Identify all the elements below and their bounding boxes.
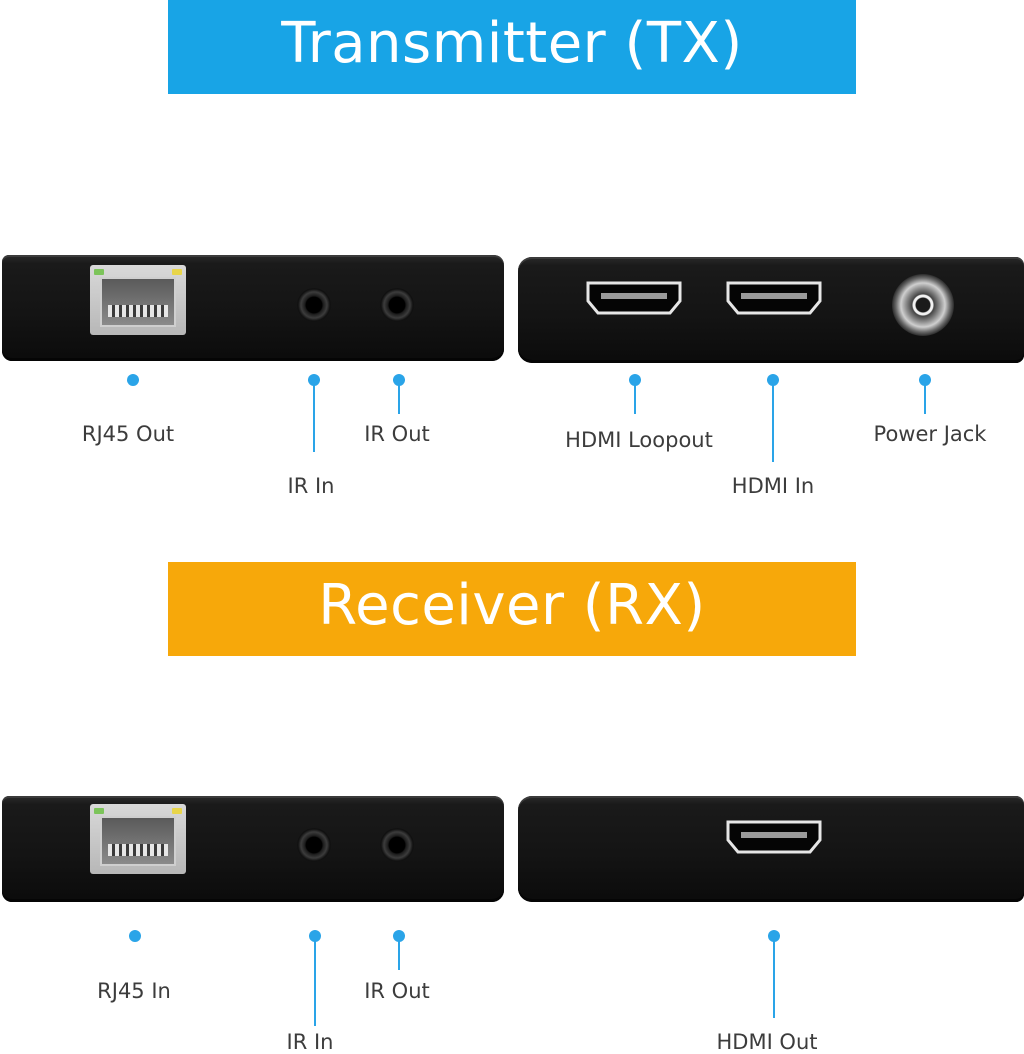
label-ir-in: IR In [287, 474, 335, 498]
rj45-port-icon [90, 265, 186, 335]
hdmi-port-icon [725, 820, 823, 854]
hdmi-port-icon [585, 281, 683, 315]
rj45-port-icon [90, 804, 186, 874]
callout-ir-out [393, 930, 405, 970]
callout-ir-out [393, 374, 405, 414]
receiver-title: Receiver (RX) [318, 572, 706, 638]
callout-power-jack [919, 374, 931, 414]
receiver-rj45-ir-panel [2, 796, 504, 902]
label-hdmi-in: HDMI In [731, 474, 815, 498]
callout-ir-in [308, 374, 320, 452]
power-jack-icon [892, 274, 954, 336]
label-power-jack: Power Jack [873, 422, 987, 446]
label-ir-out: IR Out [364, 979, 430, 1003]
label-ir-out: IR Out [364, 422, 430, 446]
callout-rj45-in [129, 930, 141, 942]
label-hdmi-loopout: HDMI Loopout [565, 428, 713, 452]
transmitter-rj45-ir-panel [2, 255, 504, 361]
label-ir-in: IR In [286, 1030, 334, 1054]
audio-jack-icon [297, 288, 331, 322]
label-rj45-out: RJ45 Out [81, 422, 175, 446]
callout-ir-in [309, 930, 321, 1026]
label-hdmi-out: HDMI Out [716, 1030, 818, 1054]
callout-hdmi-out [768, 930, 780, 1018]
transmitter-title: Transmitter (TX) [281, 10, 743, 76]
hdmi-port-icon [725, 281, 823, 315]
receiver-banner: Receiver (RX) [168, 562, 856, 656]
audio-jack-icon [380, 828, 414, 862]
audio-jack-icon [297, 828, 331, 862]
callout-hdmi-in [767, 374, 779, 462]
audio-jack-icon [380, 288, 414, 322]
label-rj45-in: RJ45 In [97, 979, 171, 1003]
transmitter-banner: Transmitter (TX) [168, 0, 856, 94]
callout-rj45-out [127, 374, 139, 386]
callout-hdmi-loopout [629, 374, 641, 414]
